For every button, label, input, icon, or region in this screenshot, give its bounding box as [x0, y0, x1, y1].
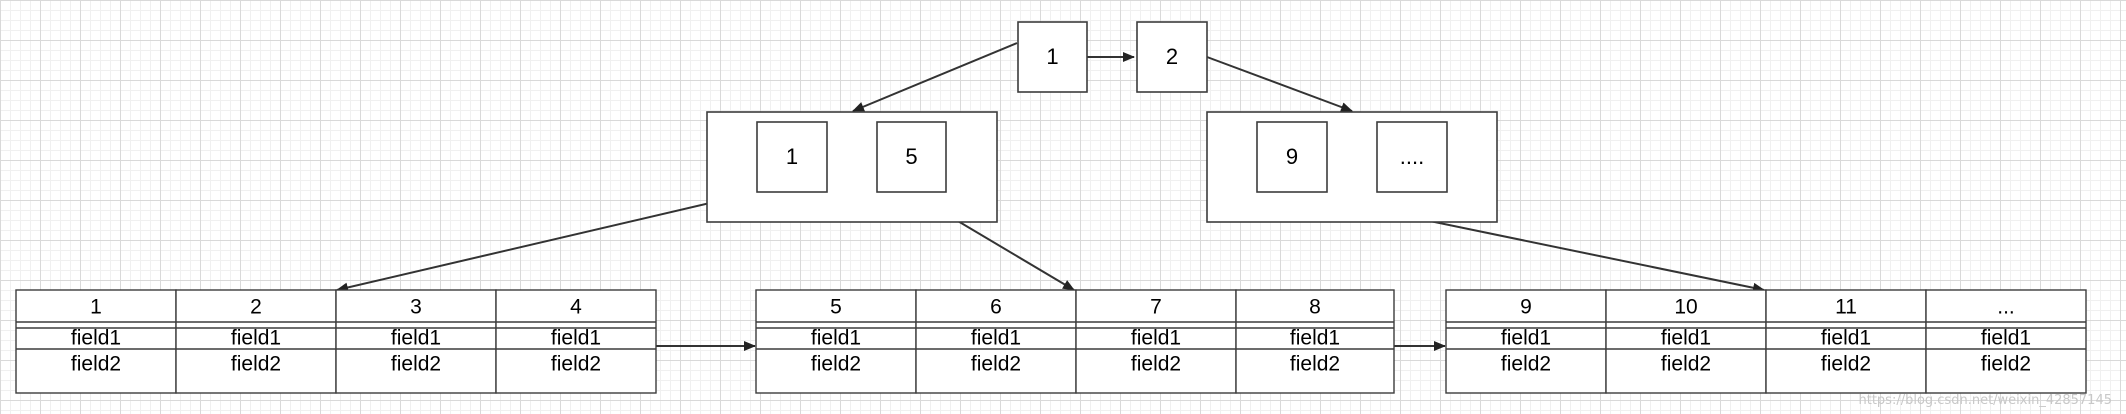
leaf-key: 8 — [1309, 296, 1321, 319]
leaf-field1: field1 — [811, 327, 861, 350]
leaf-field2: field2 — [71, 353, 121, 376]
internal-key-box — [1376, 121, 1448, 193]
leaf-field1: field1 — [71, 327, 121, 350]
leaf-key: 2 — [250, 296, 262, 319]
leaf-field2: field2 — [231, 353, 281, 376]
leaf-field2: field2 — [811, 353, 861, 376]
root-key-label: 2 — [1166, 44, 1178, 69]
internal-key-label: 1 — [786, 144, 798, 169]
leaf-key: 1 — [90, 296, 102, 319]
root-node: 1 2 — [1017, 21, 1208, 93]
internal-key-label: 5 — [905, 144, 917, 169]
leaf-field2: field2 — [551, 353, 601, 376]
leaf-field2: field2 — [1131, 353, 1181, 376]
internal-key-label: 9 — [1286, 144, 1298, 169]
internal-key-box — [1256, 121, 1328, 193]
leaf-key: 10 — [1674, 296, 1697, 319]
internal-node-left: 1 5 — [706, 111, 998, 223]
leaf-field1: field1 — [231, 327, 281, 350]
leaf-field1: field1 — [1290, 327, 1340, 350]
leaf-field2: field2 — [1821, 353, 1871, 376]
watermark: https://blog.csdn.net/weixin_42857145 — [1858, 393, 2112, 408]
root-key-box — [1136, 21, 1208, 93]
leaf-key: 3 — [410, 296, 422, 319]
internal-key-box — [876, 121, 947, 193]
key1-to-leaf1-arrow — [336, 191, 758, 293]
leaf-field1: field1 — [1821, 327, 1871, 350]
leaf-key: 4 — [570, 296, 582, 319]
internal-node-container — [706, 111, 998, 223]
leaf-cell — [495, 289, 657, 394]
leaf-field1: field1 — [1131, 327, 1181, 350]
leaf-cell — [15, 289, 177, 394]
leaf-cell — [915, 289, 1077, 394]
leaf-field1: field1 — [551, 327, 601, 350]
root-to-right-internal-arrow — [1206, 56, 1353, 112]
leaf-key: 6 — [990, 296, 1002, 319]
internal-node-right: 9 .... — [1206, 111, 1498, 223]
leaf-field1: field1 — [391, 327, 441, 350]
internal-key-label: .... — [1400, 144, 1424, 169]
leaf-field1: field1 — [971, 327, 1021, 350]
internal-node-container — [1206, 111, 1498, 223]
root-key-box — [1017, 21, 1088, 93]
leaf-node-3: 9 field1 field2 10 field1 field2 11 fiel… — [1445, 289, 2087, 394]
leaf-field2: field2 — [391, 353, 441, 376]
leaf-cell — [1235, 289, 1395, 394]
leaf-node-2: 5 field1 field2 6 field1 field2 7 field1… — [755, 289, 1395, 394]
leaf-field2: field2 — [1981, 353, 2031, 376]
root-key-label: 1 — [1046, 44, 1058, 69]
leaf-field1: field1 — [1501, 327, 1551, 350]
leaf-field2: field2 — [1661, 353, 1711, 376]
leaf-field1: field1 — [1981, 327, 2031, 350]
leaf-field2: field2 — [971, 353, 1021, 376]
internal-key-box — [756, 121, 828, 193]
leaf-cell — [1605, 289, 1767, 394]
leaf-field1: field1 — [1661, 327, 1711, 350]
leaf-cell — [1765, 289, 1927, 394]
leaf-key: 11 — [1835, 296, 1857, 319]
leaf-key: 9 — [1520, 296, 1532, 319]
leaf-cell — [1075, 289, 1237, 394]
leaf-key: ... — [1997, 296, 2015, 319]
root-to-left-internal-arrow — [852, 42, 1018, 112]
leaf-field2: field2 — [1501, 353, 1551, 376]
leaf-cell — [175, 289, 337, 394]
leaf-cell — [335, 289, 497, 394]
leaf-key: 7 — [1150, 296, 1162, 319]
leaf-key: 5 — [830, 296, 842, 319]
leaf-field2: field2 — [1290, 353, 1340, 376]
leaf-node-1: 1 field1 field2 2 field1 field2 3 field1… — [15, 289, 657, 394]
leaf-cell — [1925, 289, 2087, 394]
leaf-cell — [755, 289, 917, 394]
